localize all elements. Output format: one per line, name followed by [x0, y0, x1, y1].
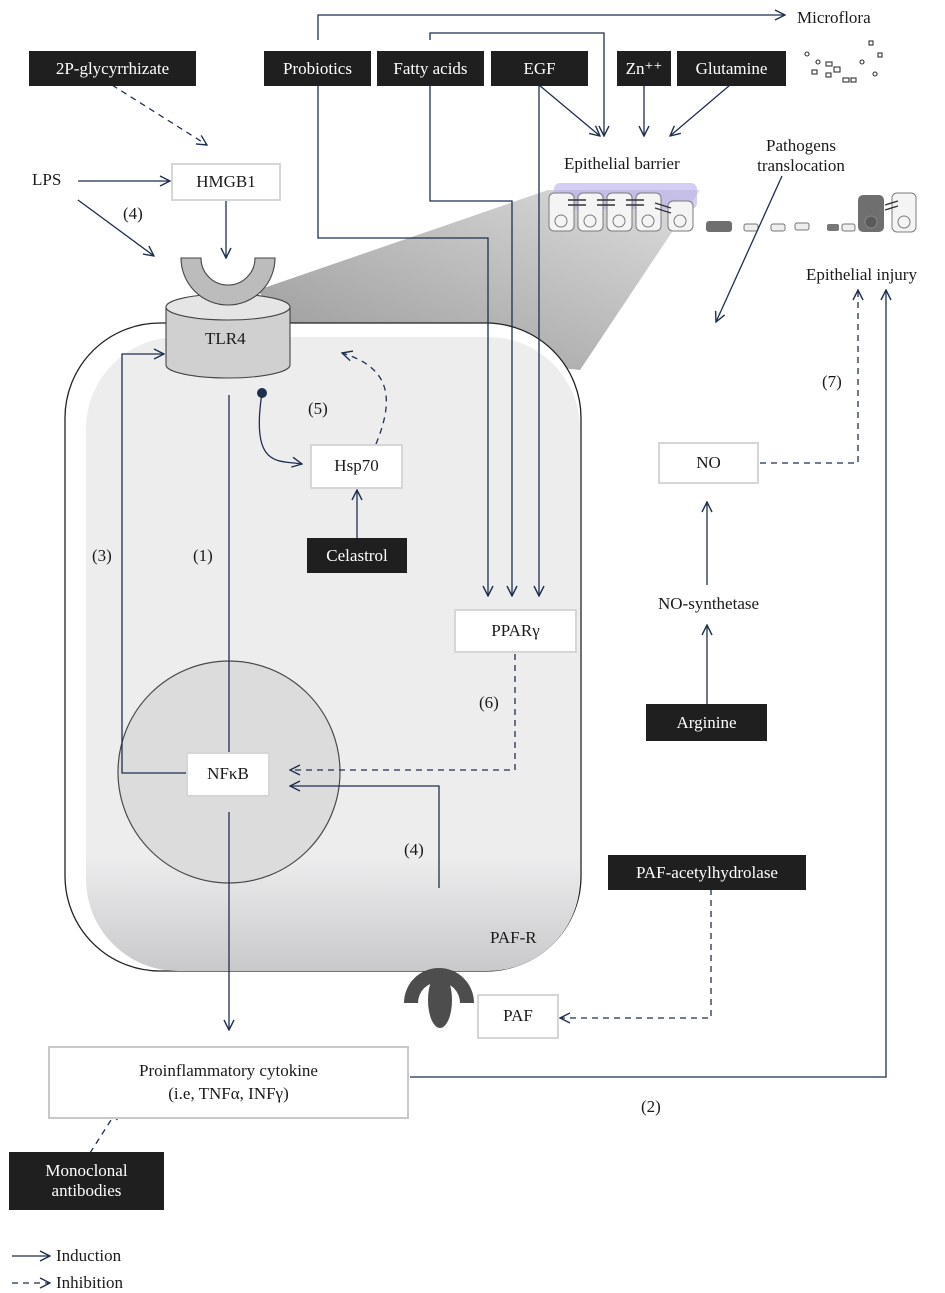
step-7: (7) [822, 372, 842, 392]
label-lps: LPS [32, 170, 61, 190]
tlr4-receptor-icon [166, 258, 290, 378]
label-microflora: Microflora [797, 8, 871, 28]
drug-probiotics: Probiotics [264, 51, 371, 86]
step-5: (5) [308, 399, 328, 419]
pathogens-line2: translocation [742, 156, 860, 176]
microflora-particles [805, 41, 882, 82]
drug-zinc: Zn⁺⁺ [617, 51, 671, 86]
node-hmgb1: HMGB1 [171, 163, 281, 201]
monoclonal-line1: Monoclonal [45, 1161, 127, 1181]
node-paf: PAF [477, 994, 559, 1039]
drug-arginine: Arginine [646, 704, 767, 741]
step-1: (1) [193, 546, 213, 566]
arrow-no-to-injury [760, 290, 858, 463]
node-ppar-gamma: PPARγ [454, 609, 577, 653]
cytokine-line2: (i.e, TNFα, INFγ) [168, 1083, 288, 1105]
arrow-glycyrrhizate-to-hmgb1 [112, 85, 207, 145]
paf-receptor-icon [404, 968, 474, 1028]
arrow-egf-to-barrier [539, 85, 600, 136]
drug-glutamine: Glutamine [677, 51, 786, 86]
label-no-synthetase: NO-synthetase [658, 594, 759, 614]
label-tlr4: TLR4 [205, 329, 246, 349]
arrow-probiotics-path [318, 15, 785, 40]
node-no: NO [658, 442, 759, 484]
label-epithelial-barrier: Epithelial barrier [564, 154, 680, 174]
drug-2p-glycyrrhizate: 2P-glycyrrhizate [29, 51, 196, 86]
step-6: (6) [479, 693, 499, 713]
node-nfkb: NFκB [186, 752, 270, 797]
label-epithelial-injury: Epithelial injury [806, 265, 917, 285]
drug-celastrol: Celastrol [307, 538, 407, 573]
step-2: (2) [641, 1097, 661, 1117]
cytokine-line1: Proinflammatory cytokine [139, 1060, 318, 1082]
arrow-pafah-to-paf [560, 889, 711, 1018]
label-paf-r: PAF-R [490, 928, 537, 948]
step-4-bottom: (4) [404, 840, 424, 860]
drug-egf: EGF [491, 51, 588, 86]
arrow-pathogens-translocation [716, 176, 782, 322]
step-4-top: (4) [123, 204, 143, 224]
pathogens-line1: Pathogens [742, 136, 860, 156]
step-3: (3) [92, 546, 112, 566]
monoclonal-line2: antibodies [52, 1181, 122, 1201]
drug-fatty-acids: Fatty acids [377, 51, 484, 86]
node-proinflammatory-cytokine: Proinflammatory cytokine (i.e, TNFα, INF… [48, 1046, 409, 1119]
label-pathogens-translocation: Pathogens translocation [742, 136, 860, 175]
legend-inhibition-label: Inhibition [56, 1273, 123, 1293]
drug-paf-acetylhydrolase: PAF-acetylhydrolase [608, 855, 806, 890]
cell-body [86, 337, 580, 971]
node-hsp70: Hsp70 [310, 444, 403, 489]
drug-monoclonal-antibodies: Monoclonal antibodies [9, 1152, 164, 1210]
arrow-glutamine-to-barrier [670, 85, 730, 136]
legend-induction-label: Induction [56, 1246, 121, 1266]
hsp70-inhibit-dot [257, 388, 267, 398]
